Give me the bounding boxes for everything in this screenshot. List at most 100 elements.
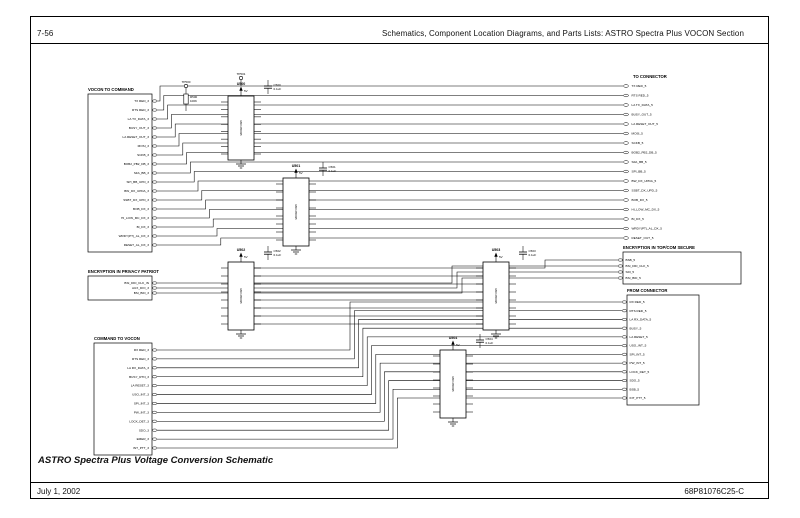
pin [152,437,158,441]
signal-label: TX RED_5 [632,84,647,88]
wire-vocon-7 [157,152,623,165]
ic-part: MC14504B [294,204,298,219]
ic-ref: U500 [237,82,246,86]
wire-vocon-5 [157,133,623,147]
pin [152,393,158,396]
component-value: 0.1uF [274,253,282,257]
block-title-encryption-privacy-patriot: ENCRYPTION IN PRIVACY PATRIOT [88,269,159,274]
pin [621,387,627,391]
wire-vocon-12 [157,199,623,210]
signal-label: HI_LOW_MC_DX_3 [121,216,149,220]
signal-label: EMER_3 [137,437,150,441]
pin [152,189,158,193]
block-title-encryption-topcom-secure: ENCRYPTION IN TOP/COM SECURE [623,245,695,250]
ic-ref: U503 [492,248,501,252]
pin [623,131,629,136]
block-title-vocon-to-command: VOCON TO COMMAND [88,87,134,92]
signal-label: RTS RED_3 [132,108,149,112]
wire-u503-secure [509,259,618,269]
wire-vocon-13 [157,209,623,219]
wire-command-0 [157,301,622,351]
header-rule [30,43,769,44]
component-value: 0.1uF [274,87,282,91]
footer-date: July 1, 2002 [37,487,81,496]
supply-label: 5V [244,255,248,259]
signal-label: BUSY_RTN_3 [129,375,149,379]
signal-label: LA RX_DATA_5 [630,318,652,322]
pin [152,234,158,238]
signal-label: LA RX_DATA_3 [127,366,149,370]
signal-label: RTS RED_3 [132,357,149,361]
pin [623,150,629,155]
signal-label: LOCK_DET_5 [630,370,650,374]
pin [621,300,627,304]
pin [623,179,629,183]
pin [152,162,158,166]
block-vocon-to-command [87,93,153,253]
testpoint-tp500 [184,84,189,89]
pin [623,112,629,117]
ic-ref: U501 [292,164,301,168]
signal-label: SPI_BB_UPD_3 [126,180,149,184]
ic-ref: U502 [237,248,246,252]
pin [152,281,158,285]
pin [152,207,158,211]
wire-command-7 [157,362,622,413]
wire-command-9 [157,380,622,431]
signal-label: SPI_INT_5 [630,352,645,356]
supply-label: 5V [499,255,503,259]
testpoint-tp501 [239,76,244,81]
signal-label: TX RED_3 [134,99,149,103]
header-title: Schematics, Component Location Diagrams,… [381,29,744,38]
pin [621,335,627,339]
pin [621,318,627,321]
signal-label: RTS RED_5 [632,94,649,98]
pin [623,198,629,202]
supply-label: 5V [299,171,303,175]
vcc-arrow [239,86,243,91]
vcc-arrow [239,252,243,257]
signal-label: LOCK_DET_3 [129,419,149,423]
pin [617,270,623,274]
pin [623,160,629,164]
pin [152,171,158,175]
pin [152,286,158,290]
signal-label: BUSY_OUT_3 [129,126,149,130]
signal-label: BSI_BID_5 [626,276,642,280]
signal-label: INT_PTT_3 [133,446,149,450]
wire-vocon-9 [157,171,623,183]
block-title-from-connector: FROM CONNECTOR [627,288,667,293]
signal-label: USO_INT_5 [630,344,647,348]
pin [617,276,623,280]
signal-label: SFA_BB_3 [134,171,149,175]
pin [621,396,627,400]
signal-label: BOB2_PB2_DB_3 [124,162,150,166]
signal-label: BOB_DX_3 [133,207,149,211]
signal-label: SPI_INT_3 [134,402,149,406]
signal-label: BOB_DX_5 [632,198,648,202]
signal-label: PW_INT_3 [134,410,149,414]
pin [152,375,158,379]
signal-label: WRDY(PT)_AL_DX_3 [119,234,150,238]
pin [617,264,623,268]
wire-vocon-16 [157,237,623,246]
wire-vocon-0 [157,85,623,102]
signal-label: BSI_DID_CLK_5 [626,264,649,268]
block-from-connector [626,294,700,406]
pin [152,402,158,405]
pin [152,135,158,139]
pin [152,153,158,157]
page-header: 7-56 Schematics, Component Location Diag… [37,29,744,38]
pin [152,243,158,247]
signal-label: RX RED_5 [630,300,645,304]
signal-label: BI_DX_5 [632,217,645,221]
signal-label: INT_PTT_5 [630,396,646,400]
pin [623,103,629,107]
pin [623,207,629,212]
wire-command-1 [157,310,622,360]
vcc-arrow [294,168,298,173]
pin [623,122,629,126]
component-ref: C501 [329,165,337,169]
pin [623,141,629,145]
